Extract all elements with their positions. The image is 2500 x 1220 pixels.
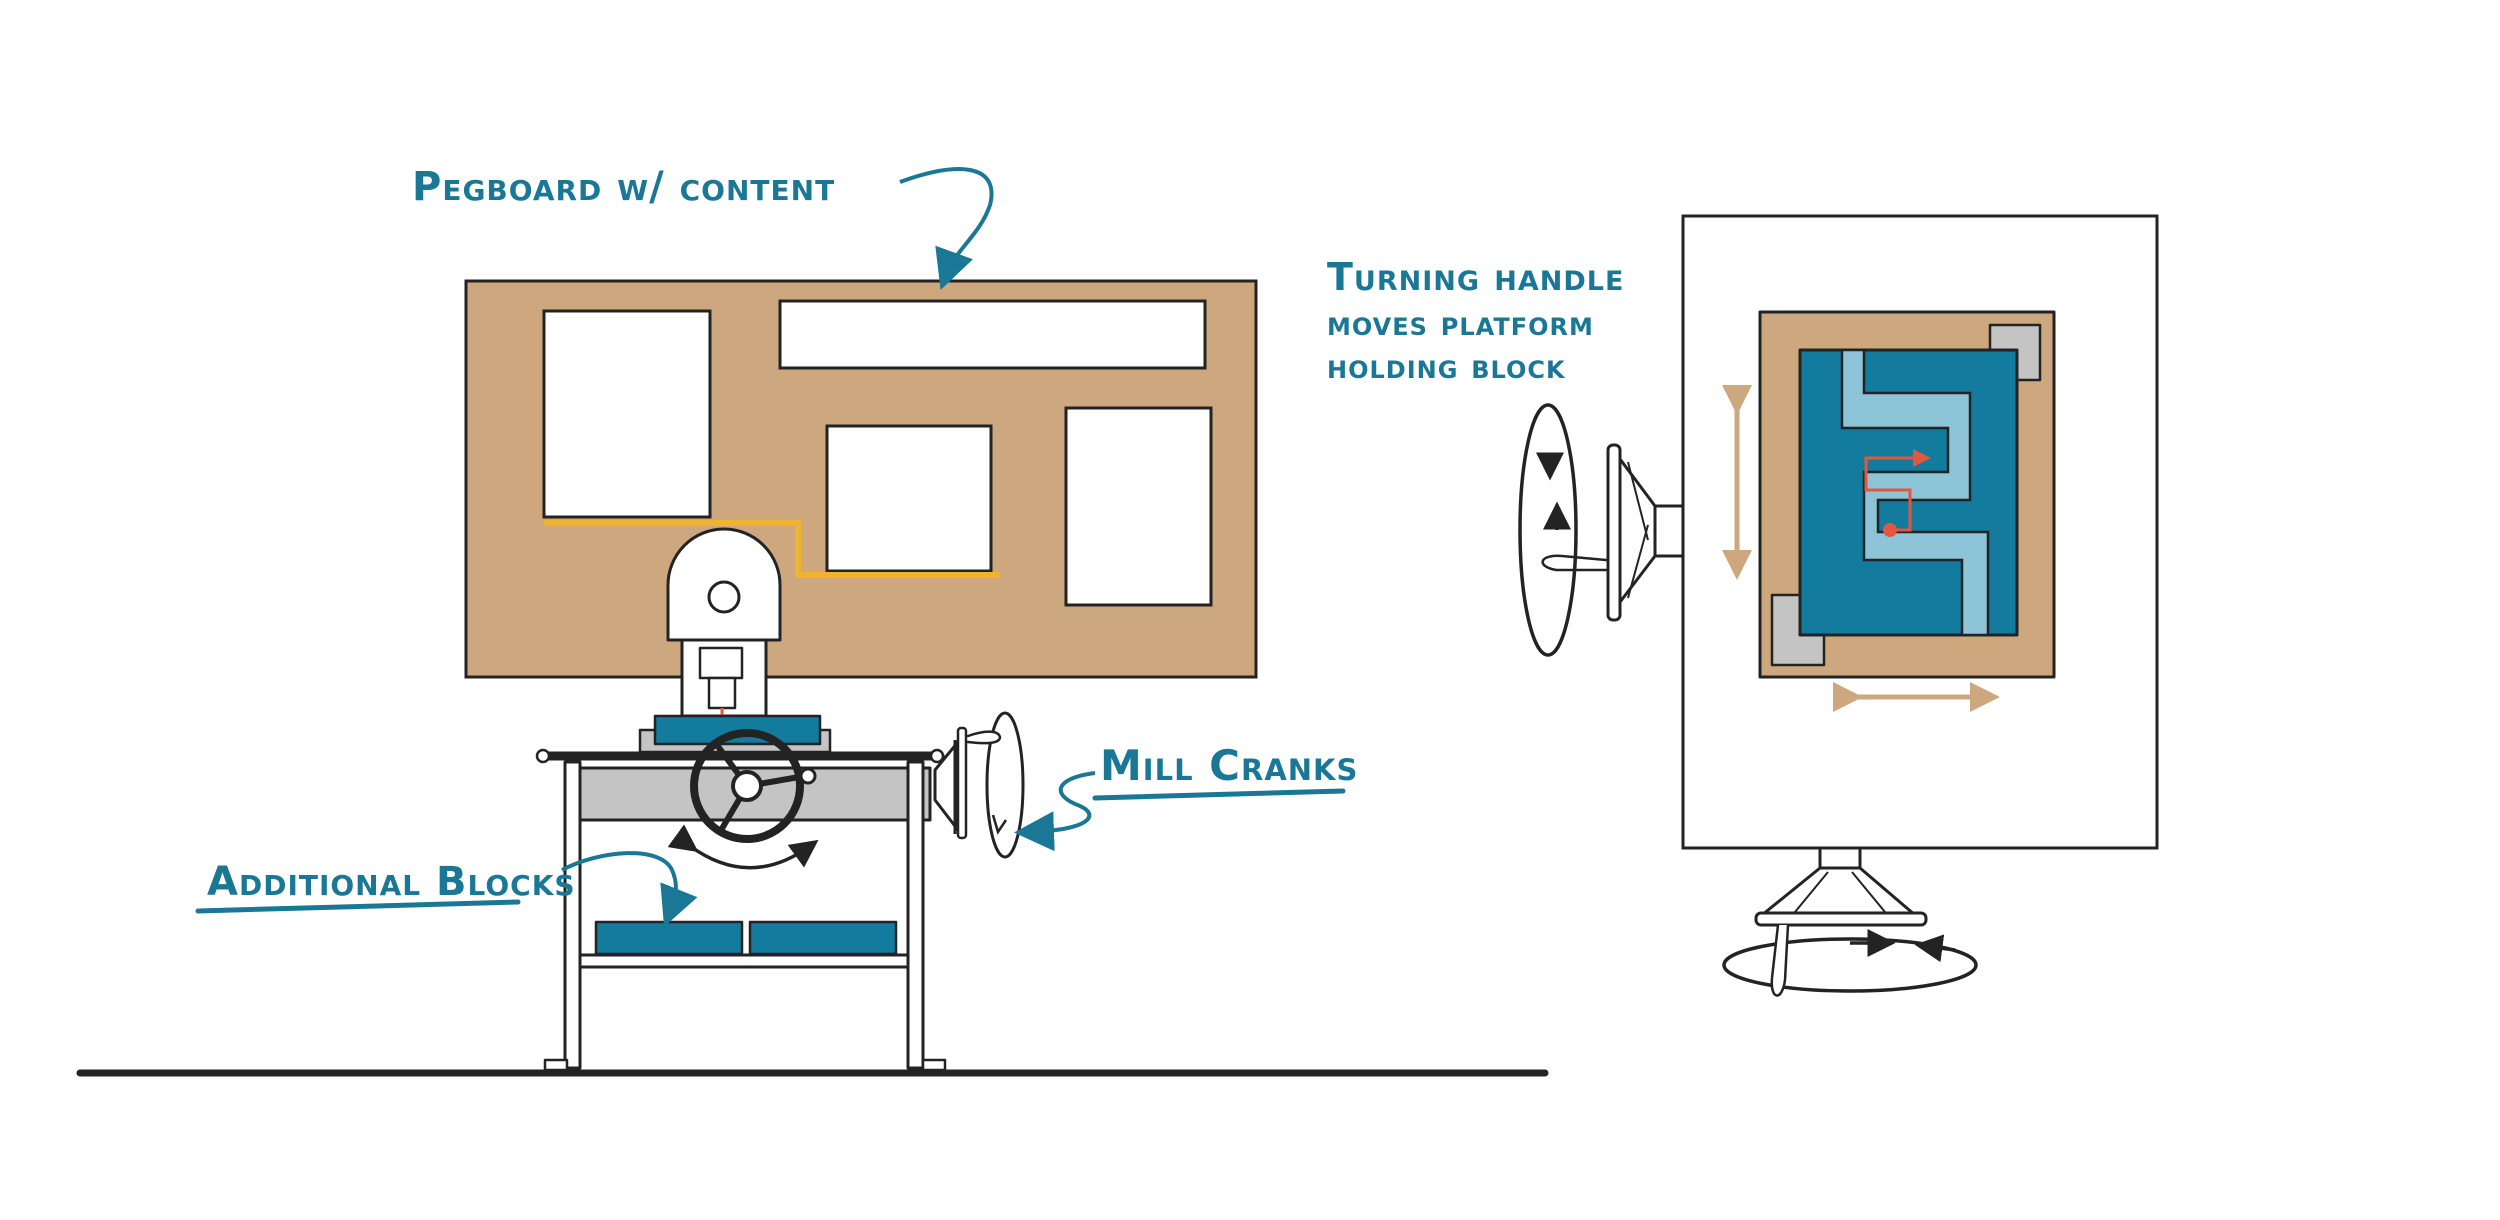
additional-blocks-label: Additional Blocks bbox=[207, 859, 576, 905]
maze-easel bbox=[1683, 216, 2157, 848]
side-turning-handle bbox=[1520, 405, 1683, 655]
mill-cranks-arrow-icon bbox=[1030, 773, 1095, 832]
pegboard-panel-center bbox=[827, 426, 991, 571]
additional-block-2 bbox=[750, 922, 896, 954]
bottom-turning-handle bbox=[1724, 848, 1976, 996]
mill-cranks-label: Mill Cranks bbox=[1100, 741, 1358, 790]
turning-handle-label-line2: moves platform bbox=[1327, 304, 1594, 344]
maze-tracer-dot bbox=[1883, 523, 1897, 537]
turning-handle-label: Turning handle moves platform holding bl… bbox=[1327, 255, 1624, 387]
mill-cranks-underline bbox=[1095, 791, 1343, 798]
pegboard-panel-tall-left bbox=[544, 311, 710, 517]
pegboard-panel-wide-top bbox=[780, 301, 1205, 368]
pegboard-label: Pegboard w/ content bbox=[412, 164, 835, 210]
mill-head bbox=[668, 529, 780, 720]
turning-handle-label-line1: Turning handle bbox=[1327, 255, 1624, 299]
pegboard-arrow-icon bbox=[900, 169, 992, 275]
additional-block-1 bbox=[596, 922, 742, 954]
pegboard bbox=[466, 281, 1256, 677]
turning-handle-label-line3: holding block bbox=[1327, 347, 1566, 387]
handwheel-rotation-arrow-icon bbox=[690, 846, 810, 868]
side-crank bbox=[935, 713, 1023, 857]
pegboard-panel-right bbox=[1066, 408, 1211, 605]
